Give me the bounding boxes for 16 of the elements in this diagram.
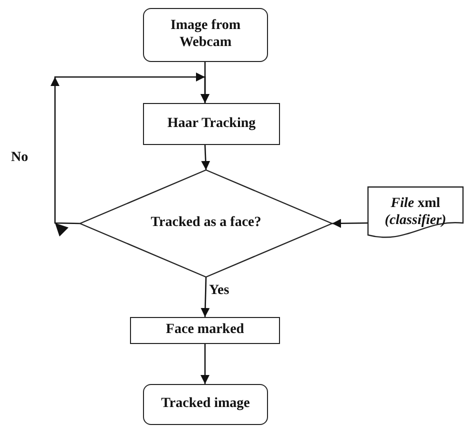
arrow (201, 144, 210, 170)
node-text: Tracked image (160, 396, 251, 413)
arrow (200, 344, 210, 384)
arrow (200, 276, 210, 318)
node-text: (classifier) (384, 213, 446, 230)
terminal-box (143, 8, 268, 62)
arrow (332, 218, 368, 228)
terminal-box (143, 384, 268, 425)
node-text: Image from Webcam (169, 18, 242, 52)
decision-diamond (80, 170, 332, 277)
node-text: File xml (390, 196, 440, 213)
process-box (143, 103, 280, 145)
node-text: Face marked (164, 322, 246, 339)
node-text: Haar Tracking (166, 116, 257, 132)
node-text: Tracked as a face? (150, 215, 262, 232)
process-box (130, 317, 280, 344)
